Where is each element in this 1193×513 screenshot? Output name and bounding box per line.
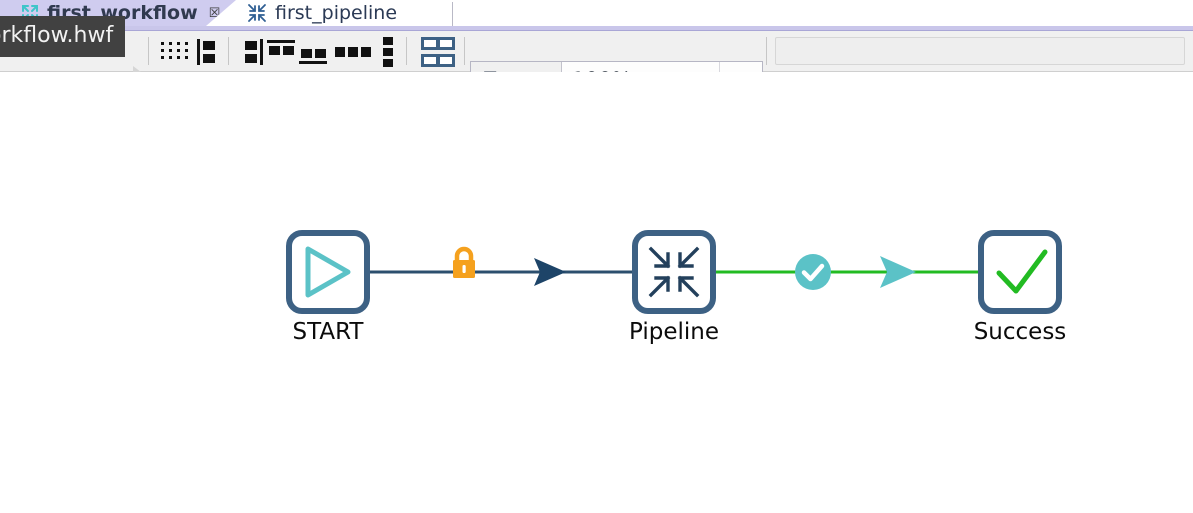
tab-underline	[0, 26, 1193, 30]
editor-tab-bar: first_workflow ☒ first_pipeline	[0, 0, 1193, 26]
toolbar-separator-3	[406, 37, 407, 65]
tab-first-pipeline[interactable]: first_pipeline	[236, 0, 451, 26]
toolbar-separator-4	[464, 37, 465, 65]
node-success[interactable]	[978, 230, 1062, 314]
node-label-success: Success	[973, 319, 1067, 345]
arrange-rows-icon[interactable]	[418, 35, 458, 68]
node-label-start: START	[292, 319, 364, 345]
node-label-pipeline: Pipeline	[628, 319, 719, 345]
tab-separator	[452, 2, 453, 26]
workflow-canvas[interactable]: START Pipeline Success	[0, 72, 1193, 513]
hop-arrow-icon	[534, 258, 566, 286]
converge-arrows-icon	[648, 246, 700, 298]
align-top-icon[interactable]	[264, 35, 298, 68]
align-bottom-icon[interactable]	[296, 35, 330, 68]
close-icon[interactable]: ☒	[208, 5, 221, 21]
distribute-vertically-icon[interactable]	[376, 35, 400, 68]
canvas-toolbar: Zoom: 100%	[0, 31, 1193, 99]
align-left-icon[interactable]	[194, 35, 222, 68]
play-triangle-icon	[305, 246, 351, 298]
snap-to-grid-icon[interactable]	[158, 35, 194, 68]
toolbar-empty-area	[775, 37, 1185, 65]
node-start[interactable]	[286, 230, 370, 314]
hop-arrow-icon	[880, 256, 916, 288]
toolbar-separator-2	[228, 37, 229, 65]
check-mark-icon	[996, 249, 1048, 294]
file-path-tooltip: orkflow.hwf	[0, 16, 126, 57]
tab-label: first_pipeline	[275, 2, 398, 24]
tab-underline-shadow	[0, 30, 1193, 31]
toolbar-separator-1	[148, 37, 149, 65]
lock-icon	[453, 246, 475, 278]
check-circle-icon	[795, 254, 831, 290]
distribute-horizontally-icon[interactable]	[332, 35, 376, 68]
pipeline-converge-icon	[246, 2, 268, 24]
node-pipeline[interactable]	[632, 230, 716, 314]
toolbar-separator-5	[766, 37, 767, 65]
align-right-icon[interactable]	[238, 35, 266, 68]
